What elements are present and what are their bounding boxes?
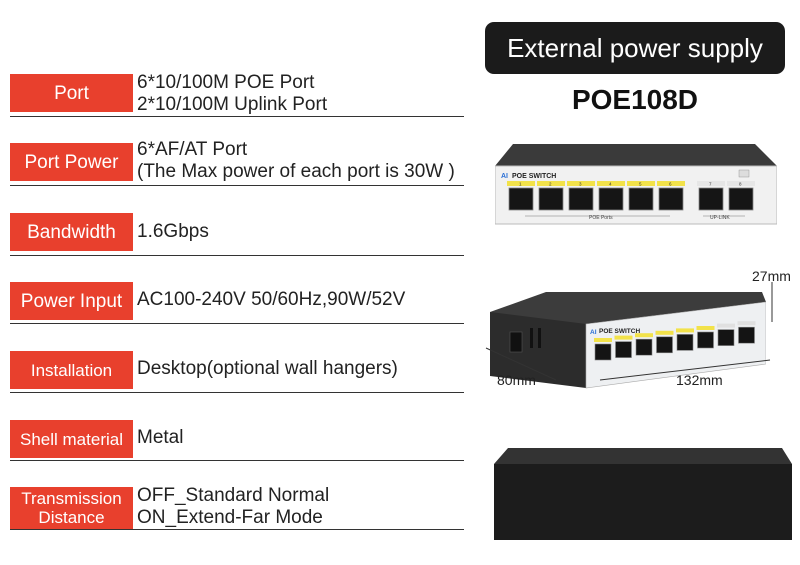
switch-isometric-view-image: AI POE SWITCH [490,292,766,389]
spec-value-line: 6*10/100M POE Port [137,72,315,93]
front-port-3: 3 [567,181,595,211]
port-number: 5 [639,182,642,187]
front-port-6: 6 [657,181,685,211]
spec-value-line: Metal [137,427,184,448]
front-port-2: 2 [537,181,565,211]
spec-value-line: AC100-240V 50/60Hz,90W/52V [137,289,406,310]
front-port-5: 5 [627,181,655,211]
front-port-7: 7 [697,181,725,211]
iso-port-4 [655,330,674,354]
spec-row-port: Port 6*10/100M POE Port 2*10/100M Uplink… [10,70,464,117]
spec-value-line: 1.6Gbps [137,221,209,242]
spec-row-shell-material: Shell material Metal [10,416,464,461]
iso-ports-group [594,321,756,361]
port-number: 4 [609,182,612,187]
spec-value-power-input: AC100-240V 50/60Hz,90W/52V [137,289,405,311]
front-title-text: POE SWITCH [512,173,556,180]
spec-row-port-power: Port Power 6*AF/AT Port (The Max power o… [10,139,464,186]
dimension-lines [485,282,773,381]
port-number: 1 [519,182,522,187]
iso-port-1 [594,338,612,361]
front-brand-text: AI [501,173,508,180]
port-number: 7 [709,182,712,187]
dim-width-label: 132mm [676,372,723,388]
spec-row-installation: Installation Desktop(optional wall hange… [10,347,464,393]
iso-port-3 [635,333,653,356]
iso-port-8 [737,321,756,344]
iso-title-text: POE SWITCH [599,328,640,335]
external-power-supply-banner: External power supply [485,22,785,74]
spec-value-line: 2*10/100M Uplink Port [137,94,328,115]
port-number: 8 [739,182,742,187]
spec-value-line: OFF_Standard Normal [137,485,330,506]
spec-label-port: Port [10,74,133,112]
dim-height-label: 27mm [752,268,791,284]
spec-row-transmission-distance: Transmission Distance OFF_Standard Norma… [10,483,464,530]
spec-row-power-input: Power Input AC100-240V 50/60Hz,90W/52V [10,279,464,324]
spec-label-port-power: Port Power [10,143,133,181]
port-number: 2 [549,182,552,187]
iso-port-6 [696,326,715,349]
spec-label-bandwidth: Bandwidth [10,213,133,251]
port-number: 3 [579,182,582,187]
spec-value-line: 6*AF/AT Port [137,139,248,160]
front-group-poe-label: POE Ports [589,215,613,221]
spec-value-port-power: 6*AF/AT Port (The Max power of each port… [137,139,455,183]
spec-value-installation: Desktop(optional wall hangers) [137,358,398,380]
spec-label-power-input: Power Input [10,282,133,320]
switch-front-view-image: AI POE SWITCH 1 2 3 4 5 6 7 8 POE Ports UP-LINK [495,144,777,225]
spec-value-port: 6*10/100M POE Port 2*10/100M Uplink Port [137,72,327,116]
spec-value-transmission-distance: OFF_Standard Normal ON_Extend-Far Mode [137,485,329,529]
spec-label-transmission-distance: Transmission Distance [10,487,133,529]
front-group-uplink-label: UP-LINK [710,215,730,221]
front-port-1: 1 [507,181,535,211]
front-port-4: 4 [597,181,625,211]
iso-port-2 [614,335,633,358]
switch-bottom-view-image [494,448,792,540]
iso-port-5 [676,328,694,351]
iso-port-7 [717,323,735,346]
front-port-8: 8 [727,181,755,211]
spec-label-line: Distance [38,508,105,527]
spec-label-line: Transmission [21,489,122,508]
spec-value-line: (The Max power of each port is 30W ) [137,161,455,182]
spec-label-installation: Installation [10,351,133,389]
iso-brand-text: AI [590,329,597,336]
spec-value-shell-material: Metal [137,427,183,449]
dim-depth-label: 80mm [497,372,536,388]
spec-value-line: Desktop(optional wall hangers) [137,358,398,379]
spec-value-bandwidth: 1.6Gbps [137,221,209,243]
spec-value-line: ON_Extend-Far Mode [137,507,323,528]
spec-label-shell-material: Shell material [10,420,133,458]
spec-row-bandwidth: Bandwidth 1.6Gbps [10,210,464,256]
front-ports-group: 1 2 3 4 5 6 7 8 [507,181,755,211]
model-title: POE108D [571,84,699,115]
port-number: 6 [669,182,672,187]
